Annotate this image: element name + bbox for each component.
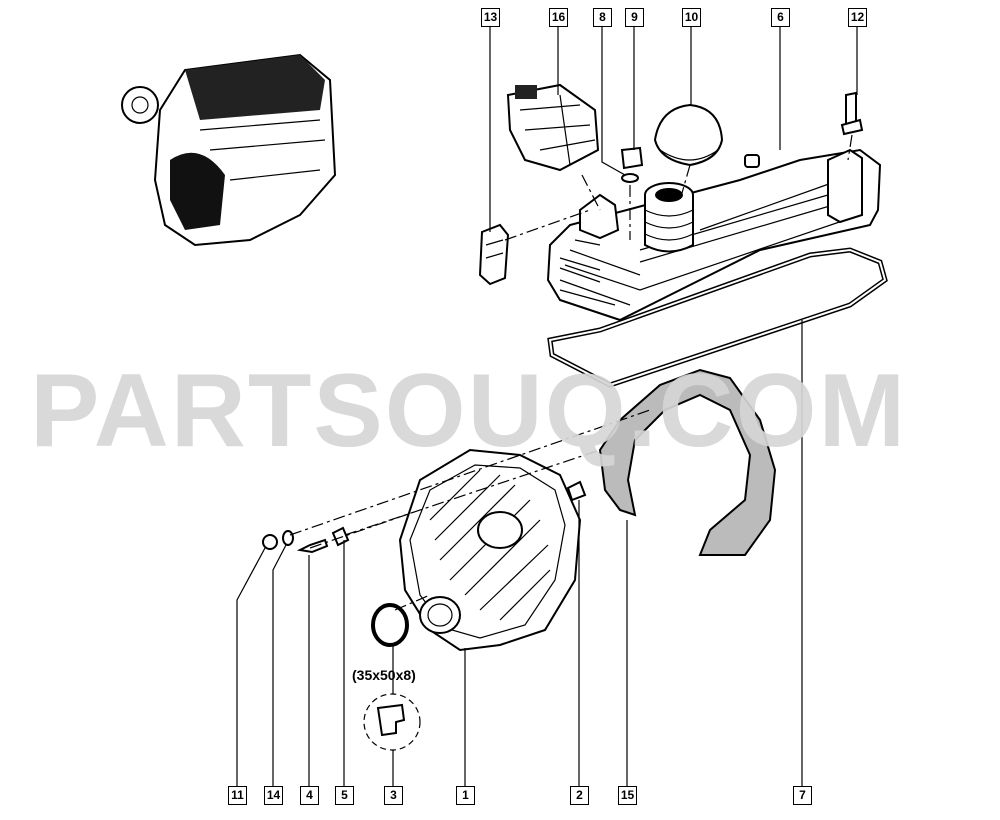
callout-part-9[interactable]: 9 — [625, 8, 644, 27]
callout-part-15[interactable]: 15 — [618, 786, 637, 805]
callout-part-7[interactable]: 7 — [793, 786, 812, 805]
callout-part-1[interactable]: 1 — [456, 786, 475, 805]
callout-part-12[interactable]: 12 — [848, 8, 867, 27]
callout-part-4[interactable]: 4 — [300, 786, 319, 805]
callout-part-13[interactable]: 13 — [481, 8, 500, 27]
callout-part-3[interactable]: 3 — [384, 786, 403, 805]
seal-dimension-label: (35x50x8) — [352, 667, 416, 683]
timing-cover-gasket — [598, 368, 777, 556]
oil-seal — [371, 603, 409, 647]
leader-lines — [236, 26, 858, 787]
callout-part-5[interactable]: 5 — [335, 786, 354, 805]
callout-part-11[interactable]: 11 — [228, 786, 247, 805]
hose-clip — [478, 223, 510, 286]
callout-part-16[interactable]: 16 — [549, 8, 568, 27]
rocker-cover — [546, 148, 882, 322]
breather-assembly — [506, 83, 600, 172]
engine-overview-illustration — [121, 53, 337, 247]
callout-part-2[interactable]: 2 — [570, 786, 589, 805]
seal-section-detail — [363, 693, 421, 751]
oil-filler-cap — [653, 103, 724, 167]
watermark: PARTSOUQ.COM — [30, 353, 908, 469]
callout-part-6[interactable]: 6 — [771, 8, 790, 27]
callout-part-8[interactable]: 8 — [593, 8, 612, 27]
callout-part-10[interactable]: 10 — [682, 8, 701, 27]
callout-part-14[interactable]: 14 — [264, 786, 283, 805]
timing-belt-cover — [398, 448, 582, 652]
